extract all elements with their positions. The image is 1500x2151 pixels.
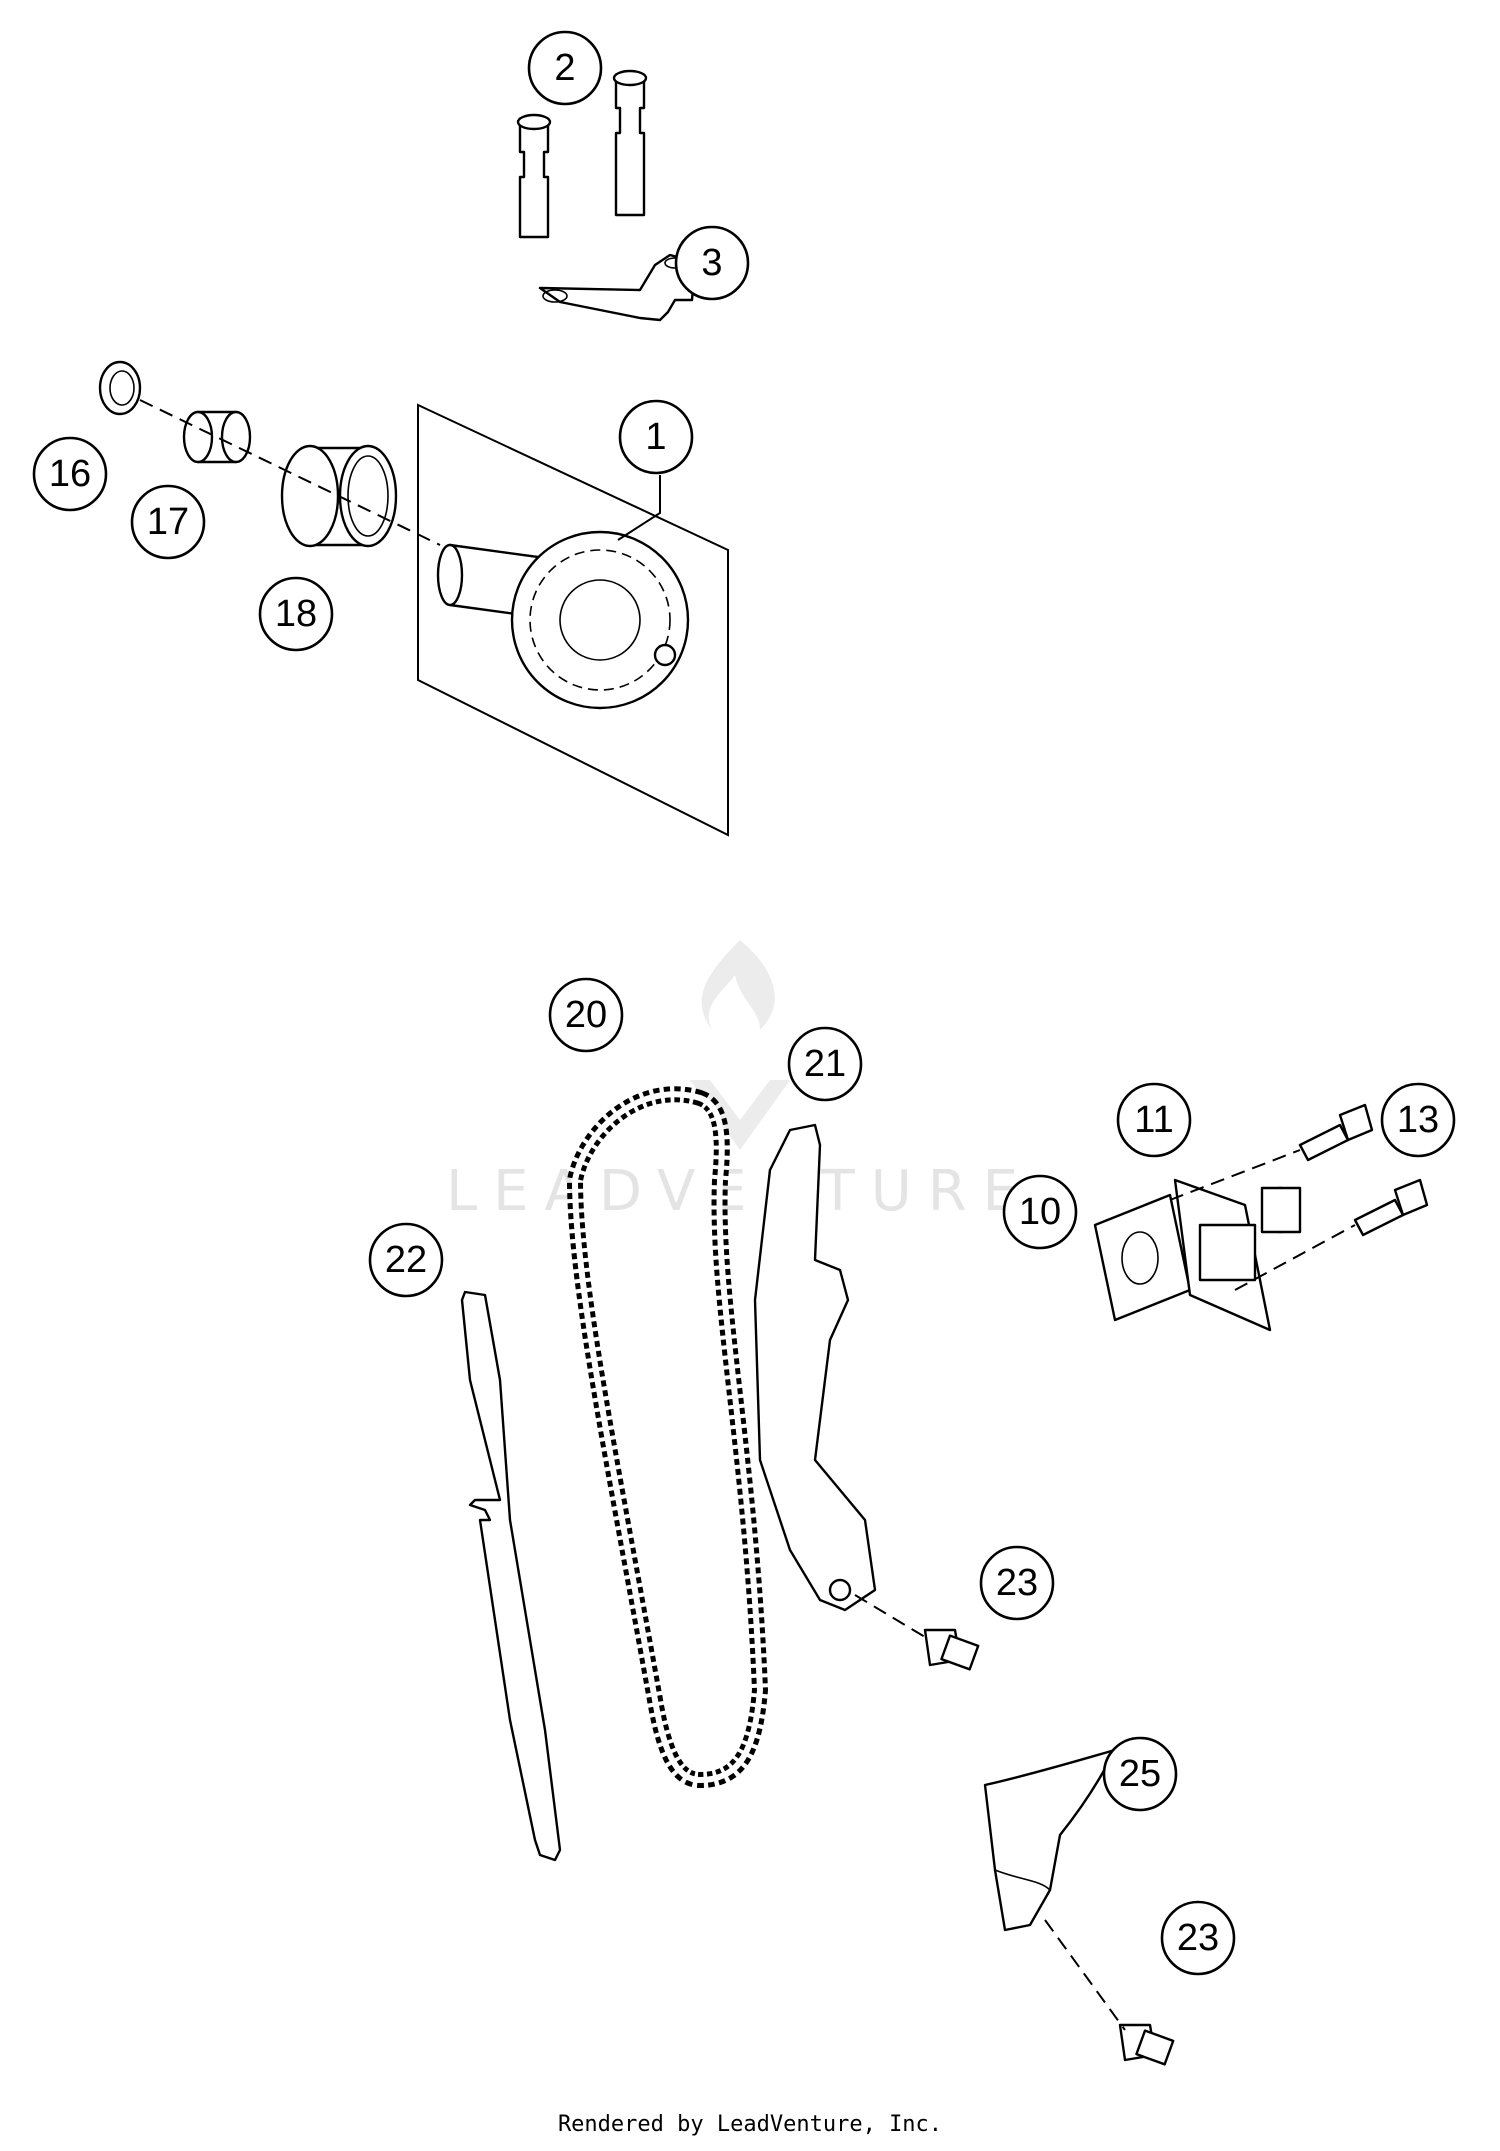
callout-17: 17: [130, 484, 206, 560]
svg-text:25: 25: [1119, 1753, 1161, 1795]
chain-tensioner: [1093, 1178, 1302, 1332]
tensioner-rail: [753, 1123, 877, 1612]
callout-3: 3: [674, 225, 750, 301]
bolt-pair: [516, 69, 648, 239]
timing-chain: [566, 1086, 769, 1789]
svg-text:16: 16: [49, 453, 91, 495]
bolt-m6: [923, 1628, 980, 1671]
svg-text:2: 2: [554, 47, 575, 89]
svg-text:10: 10: [1019, 1191, 1061, 1233]
watermark-text: LEADVENTURE: [446, 1159, 1034, 1224]
svg-text:20: 20: [565, 994, 607, 1036]
callout-21: 21: [787, 1026, 863, 1102]
callout-16: 16: [32, 436, 108, 512]
callout-20: 20: [548, 977, 624, 1053]
callout-10: 10: [1002, 1174, 1078, 1250]
seal-ring: [98, 360, 142, 416]
svg-text:13: 13: [1397, 1099, 1439, 1141]
svg-text:21: 21: [804, 1043, 846, 1085]
guide-rail: [460, 1290, 562, 1862]
watermark: LEADVENTURE: [446, 940, 1034, 1224]
bolt-m6-lower: [1118, 2023, 1175, 2066]
callout-23-upper: 23: [979, 1545, 1055, 1621]
svg-text:1: 1: [645, 416, 666, 458]
svg-text:23: 23: [996, 1562, 1038, 1604]
svg-text:3: 3: [701, 242, 722, 284]
callout-18: 18: [258, 576, 334, 652]
svg-text:11: 11: [1134, 1099, 1173, 1141]
bearing-sleeve: [280, 444, 398, 548]
watermark-flame-icon: [701, 940, 775, 1030]
callout-22: 22: [368, 1222, 444, 1298]
lock-plate: [538, 253, 697, 322]
chain-guard: [983, 1748, 1117, 1932]
svg-text:22: 22: [385, 1239, 427, 1281]
tensioner-bolts: [1298, 1103, 1429, 1237]
callout-2: 2: [527, 30, 603, 106]
camshaft-assembly: [417, 403, 729, 837]
render-credit: Rendered by LeadVenture, Inc.: [557, 2112, 943, 2137]
svg-text:17: 17: [147, 501, 189, 543]
svg-text:18: 18: [275, 593, 317, 635]
callout-25: 25: [1102, 1736, 1178, 1812]
svg-text:23: 23: [1177, 1917, 1219, 1959]
callout-11: 11: [1116, 1082, 1192, 1158]
callout-23-lower: 23: [1160, 1900, 1236, 1976]
bearing: [182, 410, 252, 464]
watermark-v-icon: [690, 1080, 790, 1150]
callout-1: 1: [618, 399, 694, 475]
callout-13: 13: [1380, 1082, 1456, 1158]
